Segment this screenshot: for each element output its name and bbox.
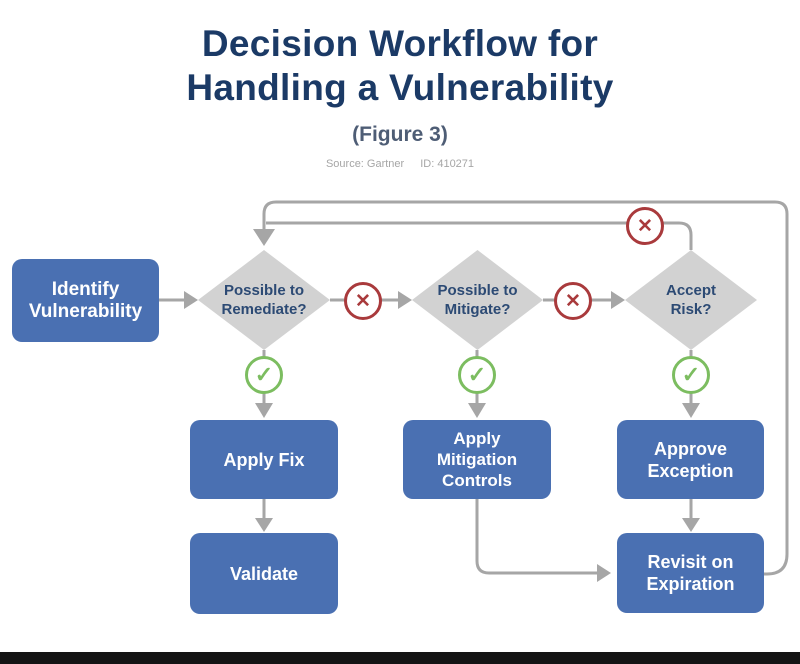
check-glyph: ✓ bbox=[681, 362, 701, 387]
approve-exception-node: Approve Exception bbox=[617, 420, 764, 499]
bottom-black-bar bbox=[0, 652, 800, 664]
check-glyph: ✓ bbox=[467, 362, 487, 387]
node-label-line: Accept bbox=[665, 282, 717, 299]
node-label-line: Mitigation bbox=[436, 450, 518, 469]
arrowhead-into-remediate-top bbox=[253, 229, 275, 246]
node-label-line: Approve bbox=[653, 438, 727, 459]
apply-mitigation-controls-node: Apply Mitigation Controls bbox=[403, 420, 551, 499]
arrowhead-into-apply-fix bbox=[255, 403, 273, 418]
connector-mitigation-to-revisit bbox=[475, 499, 597, 575]
check-glyph: ✓ bbox=[254, 362, 274, 387]
arrowhead-into-remediate-left bbox=[184, 291, 198, 309]
page-title-line2: Handling a Vulnerability bbox=[186, 67, 614, 108]
node-label-line: Validate bbox=[229, 563, 299, 584]
node-label-line: Exception bbox=[647, 460, 734, 481]
identify-vulnerability-node: Identify Vulnerability bbox=[12, 259, 159, 342]
node-label-line: Controls bbox=[442, 471, 512, 490]
revisit-on-expiration-node: Revisit on Expiration bbox=[617, 533, 764, 613]
node-label-line: Apply Fix bbox=[223, 449, 305, 470]
cross-glyph: ✕ bbox=[637, 215, 653, 237]
node-label-line: Vulnerability bbox=[28, 300, 143, 322]
check-yes-icon-accept: ✓ bbox=[672, 356, 710, 394]
arrowhead-into-validate bbox=[255, 518, 273, 532]
node-label-line: Risk? bbox=[670, 301, 712, 318]
node-label-line: Apply bbox=[453, 429, 501, 448]
node-label-line: Identify bbox=[51, 278, 120, 300]
figure-label: (Figure 3) bbox=[352, 123, 448, 146]
source-id-text: ID: 410271 bbox=[420, 158, 475, 170]
validate-node: Validate bbox=[190, 533, 338, 614]
source-text: Source: Gartner bbox=[325, 158, 405, 170]
node-label-line: Possible to bbox=[223, 282, 305, 299]
arrowhead-into-accept bbox=[611, 291, 625, 309]
cross-glyph: ✕ bbox=[565, 290, 581, 312]
arrowhead-into-mitigation-controls bbox=[468, 403, 486, 418]
check-yes-icon-remediate: ✓ bbox=[245, 356, 283, 394]
apply-fix-node: Apply Fix bbox=[190, 420, 338, 499]
arrowhead-into-approve-exception bbox=[682, 403, 700, 418]
arrowhead-into-revisit-top bbox=[682, 518, 700, 532]
source-line: Source: Gartner ID: 410271 bbox=[0, 158, 800, 170]
cross-no-icon-mitigate: ✕ bbox=[554, 282, 592, 320]
node-label-line: Revisit on bbox=[647, 552, 734, 572]
node-label-line: Mitigate? bbox=[444, 301, 511, 318]
arrowhead-into-revisit-left bbox=[597, 564, 611, 582]
check-yes-icon-mitigate: ✓ bbox=[458, 356, 496, 394]
node-label-line: Expiration bbox=[646, 574, 735, 594]
connector-revisit-loop bbox=[262, 200, 789, 576]
cross-no-icon-accept-loop: ✕ bbox=[626, 207, 664, 245]
page-title-line1: Decision Workflow for bbox=[201, 23, 599, 64]
cross-no-icon-remediate: ✕ bbox=[344, 282, 382, 320]
header: Decision Workflow for Handling a Vulnera… bbox=[0, 22, 800, 170]
node-label-line: Possible to bbox=[437, 282, 518, 299]
node-label-line: Remediate? bbox=[221, 301, 307, 318]
connector-arrowheads bbox=[184, 229, 700, 582]
cross-glyph: ✕ bbox=[355, 290, 371, 312]
connector-accept-no-loop bbox=[266, 221, 693, 250]
arrowhead-into-mitigate bbox=[398, 291, 412, 309]
